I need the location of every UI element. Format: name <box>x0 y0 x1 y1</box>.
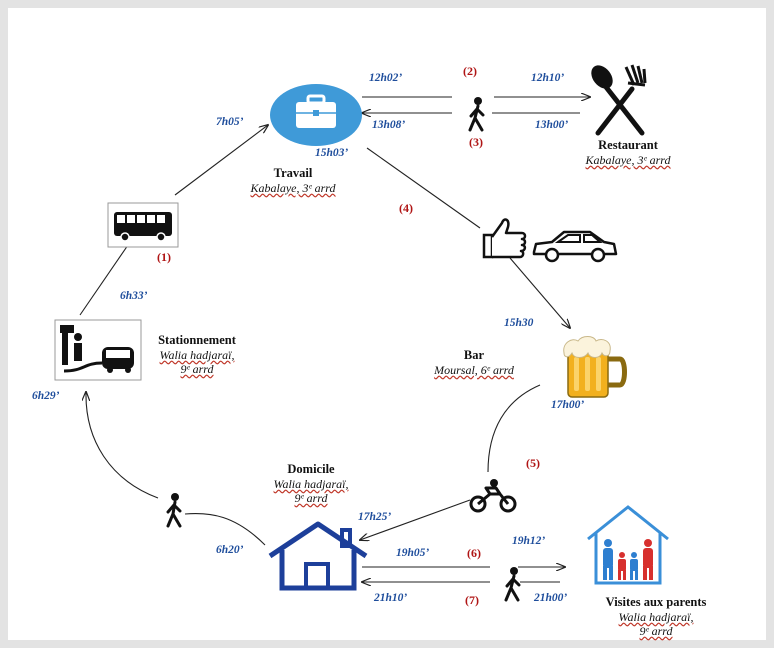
motorbike-icon <box>468 478 518 519</box>
curve-home-to-walker <box>184 513 266 546</box>
time-label: 15h30 <box>504 317 534 329</box>
place-visites: Visites aux parents Walia hadjaraï, 9ᵉ a… <box>588 595 724 638</box>
time-label: 12h10’ <box>531 72 565 84</box>
place-address: Kabalaye, 3ᵉ arrd <box>250 181 336 195</box>
time-label: 6h33’ <box>120 290 148 302</box>
bus-icon <box>107 202 179 253</box>
arrow-carpool-to-bar <box>509 257 570 328</box>
place-address: Moursal, 6ᵉ arrd <box>434 363 514 377</box>
time-label: 21h00’ <box>534 592 568 604</box>
step-number: (6) <box>467 546 481 560</box>
beer-mug-icon <box>560 335 630 406</box>
time-label: 6h20’ <box>216 544 244 556</box>
arrow-bus-to-work <box>174 125 268 196</box>
arrow-walker-to-parking <box>86 392 159 499</box>
time-label: 13h00’ <box>535 119 569 131</box>
time-label: 12h02’ <box>369 72 403 84</box>
place-address: 9ᵉ arrd <box>639 624 673 638</box>
line-work-to-carpool <box>366 147 481 229</box>
place-name: Domicile <box>287 462 335 476</box>
place-domicile: Domicile Walia hadjaraï, 9ᵉ arrd <box>256 462 366 505</box>
line-parking-to-bus <box>79 244 129 316</box>
place-address: Kabalaye, 3ᵉ arrd <box>585 153 671 167</box>
time-label: 13h08’ <box>372 119 406 131</box>
bus-stop-parking-icon <box>54 319 142 386</box>
time-label: 6h29’ <box>32 390 60 402</box>
time-label: 19h05’ <box>396 547 430 559</box>
step-number: (2) <box>463 64 477 78</box>
place-address: 9ᵉ arrd <box>180 362 214 376</box>
time-label: 19h12’ <box>512 535 546 547</box>
place-name: Restaurant <box>598 138 658 152</box>
diagram-canvas: Travail Kabalaye, 3ᵉ arrd Restaurant Kab… <box>8 8 766 640</box>
thumbs-up-icon <box>480 215 530 266</box>
curve-bar-to-moto <box>487 384 541 473</box>
time-label: 21h10’ <box>374 592 408 604</box>
pedestrian-icon <box>164 492 186 533</box>
place-address: Walia hadjaraï, <box>273 477 349 491</box>
place-name: Visites aux parents <box>605 595 707 609</box>
pedestrian-icon <box>502 566 524 607</box>
place-name: Travail <box>273 166 313 180</box>
place-travail: Travail Kabalaye, 3ᵉ arrd <box>233 166 353 195</box>
briefcase-icon <box>266 78 366 153</box>
time-label: 15h03’ <box>315 147 349 159</box>
place-name: Stationnement <box>158 333 236 347</box>
place-address: Walia hadjaraï, <box>618 610 694 624</box>
fork-spoon-icon <box>590 63 650 143</box>
place-restaurant: Restaurant Kabalaye, 3ᵉ arrd <box>563 138 693 167</box>
step-number: (7) <box>465 593 479 607</box>
place-address: Walia hadjaraï, <box>159 348 235 362</box>
place-stationnement: Stationnement Walia hadjaraï, 9ᵉ arrd <box>142 333 252 376</box>
place-address: 9ᵉ arrd <box>294 491 328 505</box>
time-label: 17h25’ <box>358 511 392 523</box>
car-icon <box>530 228 618 269</box>
family-house-icon <box>580 503 676 594</box>
step-number: (5) <box>526 456 540 470</box>
place-name: Bar <box>463 348 485 362</box>
step-number: (3) <box>469 135 483 149</box>
step-number: (4) <box>399 201 413 215</box>
time-label: 7h05’ <box>216 116 244 128</box>
place-bar: Bar Moursal, 6ᵉ arrd <box>418 348 530 377</box>
step-number: (1) <box>157 250 171 264</box>
pedestrian-icon <box>466 96 488 137</box>
time-label: 17h00’ <box>551 399 585 411</box>
arrow-moto-to-home <box>360 499 471 540</box>
house-icon <box>266 520 370 597</box>
